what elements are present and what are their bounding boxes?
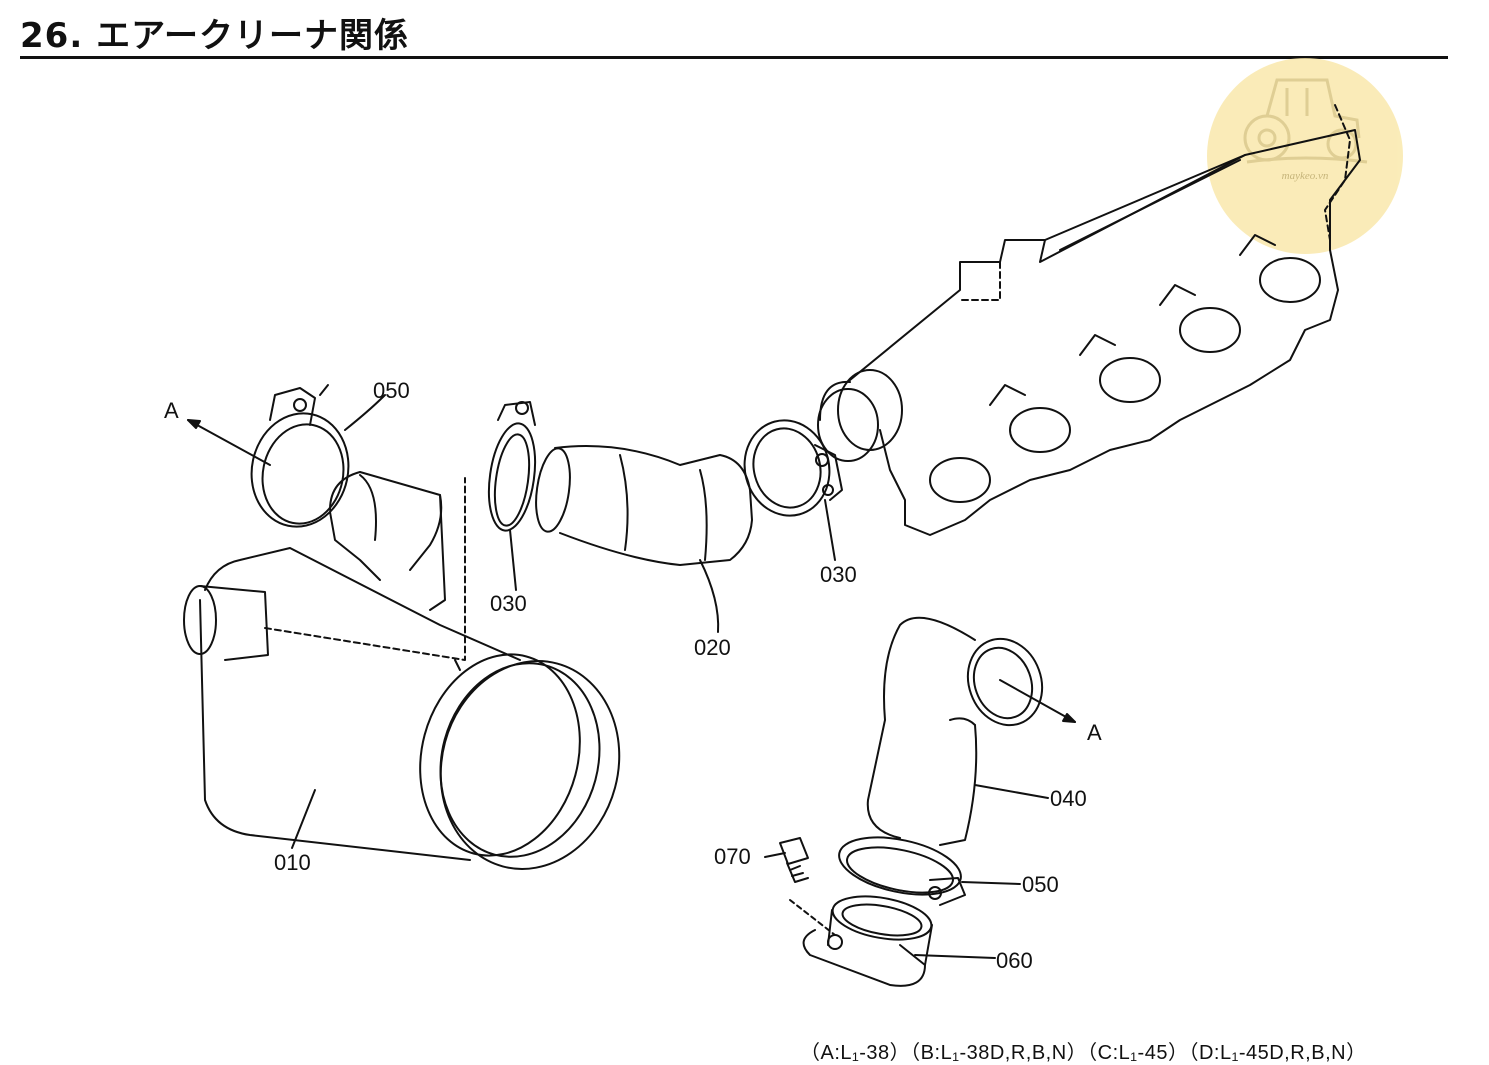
leader-070 [764, 852, 786, 858]
leader-010 [291, 789, 316, 849]
label-060: 060 [996, 948, 1033, 973]
leader-050-lower [961, 881, 1021, 885]
arrow-a-right-head [1062, 713, 1076, 723]
hose-clamp-050-lower [838, 836, 966, 906]
label-070: 070 [714, 844, 751, 869]
manifold-top-edge [1059, 159, 1241, 251]
manifold-hidden-edge [959, 261, 1001, 301]
label-040: 040 [1050, 786, 1087, 811]
arrow-a-left-head [187, 419, 201, 429]
watermark-logo: maykeo.vn [1207, 58, 1403, 254]
label-050-lower: 050 [1022, 872, 1059, 897]
label-010: 010 [274, 850, 311, 875]
bolt-070 [779, 837, 809, 883]
page-title: 26. エアークリーナ関係 [20, 16, 410, 56]
arrow-a-left-line [187, 419, 271, 466]
adapter-060 [802, 895, 933, 987]
hose-clamp-030-middle [487, 401, 537, 532]
hose-clamp-030-right [743, 419, 843, 517]
axis-line-010 [264, 477, 466, 661]
arrow-a-right-line [999, 679, 1076, 723]
intake-manifold [817, 129, 1361, 536]
leader-020 [699, 559, 720, 633]
model-legend: （A:L₁-38）（B:L₁-38D,R,B,N）（C:L₁-45）（D:L₁-… [800, 1042, 1367, 1064]
label-020: 020 [694, 635, 731, 660]
manifold-hidden-edge-2 [1324, 104, 1351, 241]
air-cleaner-body [183, 547, 621, 870]
bolt-axis [789, 899, 836, 936]
air-cleaner-inlet [329, 471, 446, 611]
title-rule [20, 56, 1448, 59]
leader-060 [914, 954, 996, 959]
label-a-right: A [1087, 720, 1102, 745]
hose-020 [535, 445, 753, 566]
tractor-icon [1243, 78, 1368, 164]
hose-clamp-050-left [250, 384, 350, 528]
label-030-middle: 030 [490, 591, 527, 616]
watermark-text: maykeo.vn [1281, 170, 1329, 182]
label-030-right: 030 [820, 562, 857, 587]
leader-030-middle [509, 529, 517, 591]
leader-050-left [344, 394, 386, 431]
leader-040 [974, 784, 1049, 799]
leader-030-right [824, 499, 836, 561]
elbow-hose-040 [866, 616, 1044, 846]
label-050-left: 050 [373, 378, 410, 403]
label-a-left: A [164, 398, 179, 423]
